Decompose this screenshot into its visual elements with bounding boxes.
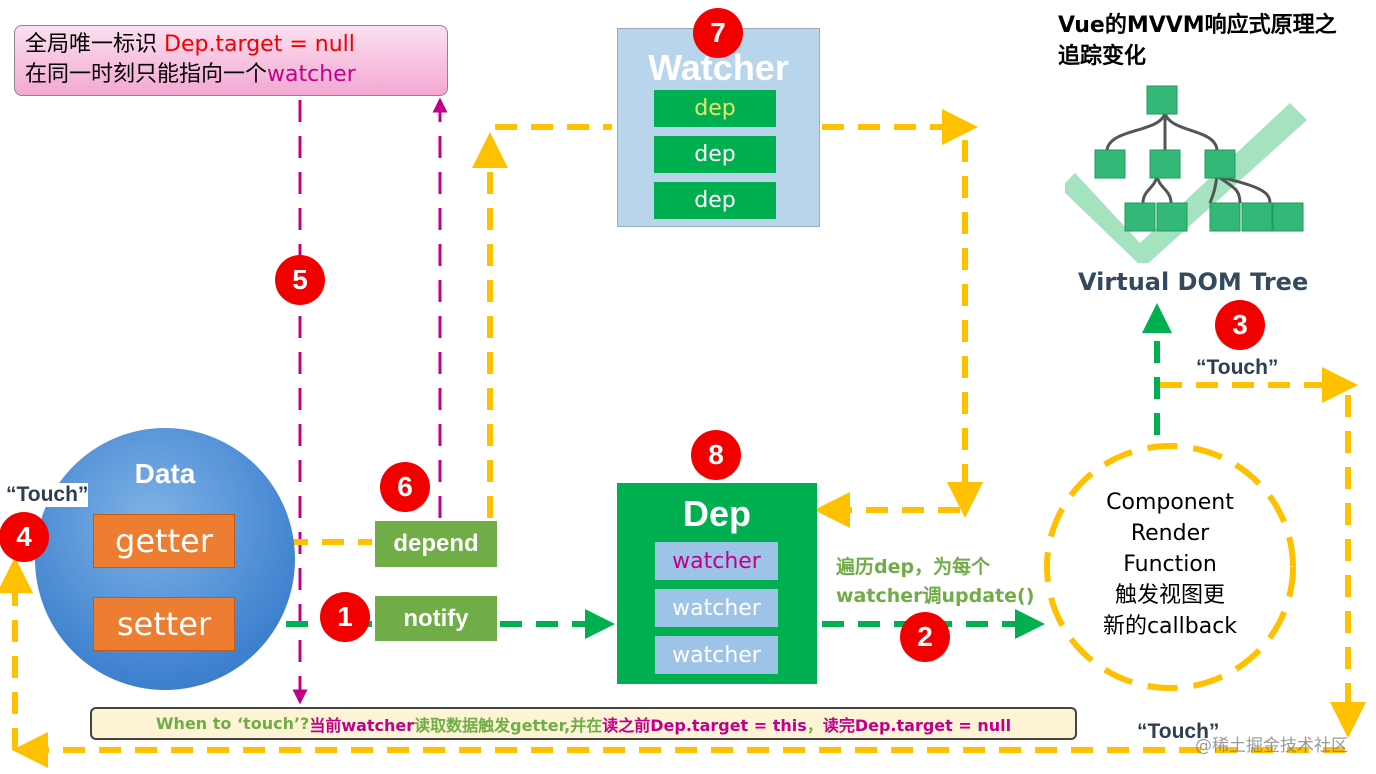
touch-label: “Touch” [1137, 720, 1220, 743]
dep-watcher: watcher [655, 589, 778, 627]
watcher-dep: dep [654, 182, 776, 219]
note-part: 读取数据触发getter,并在 [414, 715, 603, 735]
component-line: 新的callback [1102, 614, 1238, 639]
title-line: Vue的MVVM响应式原理之 [1058, 13, 1337, 38]
watcher-dep: dep [654, 136, 776, 173]
dep-box: Dep watcher watcher watcher [617, 483, 817, 684]
component-line: Component [1106, 490, 1234, 515]
component-render-function: Component Render Function 触发视图更 新的callba… [1060, 487, 1280, 642]
iterate-line: watcher调update() [836, 585, 1035, 607]
note-text: 在同一时刻只能指向一个 [25, 62, 268, 87]
step-badge-1: 1 [320, 592, 370, 642]
component-line: Render [1130, 521, 1210, 546]
virtual-dom-tree-label: Virtual DOM Tree [1078, 268, 1309, 296]
watermark: @稀土掘金技术社区 [1195, 736, 1348, 756]
step-badge-8: 8 [691, 430, 741, 480]
iterate-dep-text: 遍历dep，为每个 watcher调update() [836, 553, 1034, 611]
data-title: Data [134, 458, 196, 489]
step-badge-5: 5 [275, 255, 325, 305]
depend-box: depend [375, 521, 497, 567]
setter-box: setter [93, 597, 235, 651]
note-highlight: watcher [267, 62, 356, 87]
step-badge-6: 6 [380, 462, 430, 512]
note-highlight: Dep.target = null [164, 32, 355, 57]
note-part: 当前watcher [309, 715, 415, 735]
iterate-line: 遍历dep，为每个 [836, 556, 991, 578]
step-badge-4: 4 [0, 512, 49, 562]
step-badge-7: 7 [693, 8, 743, 58]
step-badge-2: 2 [900, 612, 950, 662]
note-part: 读完Dep.target = null [822, 715, 1012, 735]
touch-label: “Touch” [1196, 356, 1279, 379]
watcher-dep: dep [654, 90, 776, 127]
dep-watcher: watcher [655, 636, 778, 674]
getter-box: getter [93, 514, 235, 568]
notify-box: notify [375, 596, 497, 641]
note-part: When to ‘touch’? [155, 714, 310, 733]
watcher-box: Watcher dep dep dep [617, 28, 820, 227]
component-line: 触发视图更 [1114, 583, 1225, 608]
dep-title: Dep [682, 493, 751, 534]
virtual-dom-tree-icon [1065, 85, 1307, 263]
component-line: Function [1123, 552, 1217, 577]
dep-watcher: watcher [655, 542, 778, 580]
global-dep-target-note: 全局唯一标识 Dep.target = null 在同一时刻只能指向一个watc… [14, 25, 448, 96]
title-line: 追踪变化 [1058, 44, 1147, 69]
note-text: 全局唯一标识 [25, 32, 164, 57]
note-part: 读之前Dep.target = this [602, 715, 807, 735]
note-part: ， [806, 715, 823, 735]
touch-label: “Touch” [6, 483, 89, 507]
step-badge-3: 3 [1215, 300, 1265, 350]
page-title: Vue的MVVM响应式原理之 追踪变化 [1058, 10, 1337, 72]
